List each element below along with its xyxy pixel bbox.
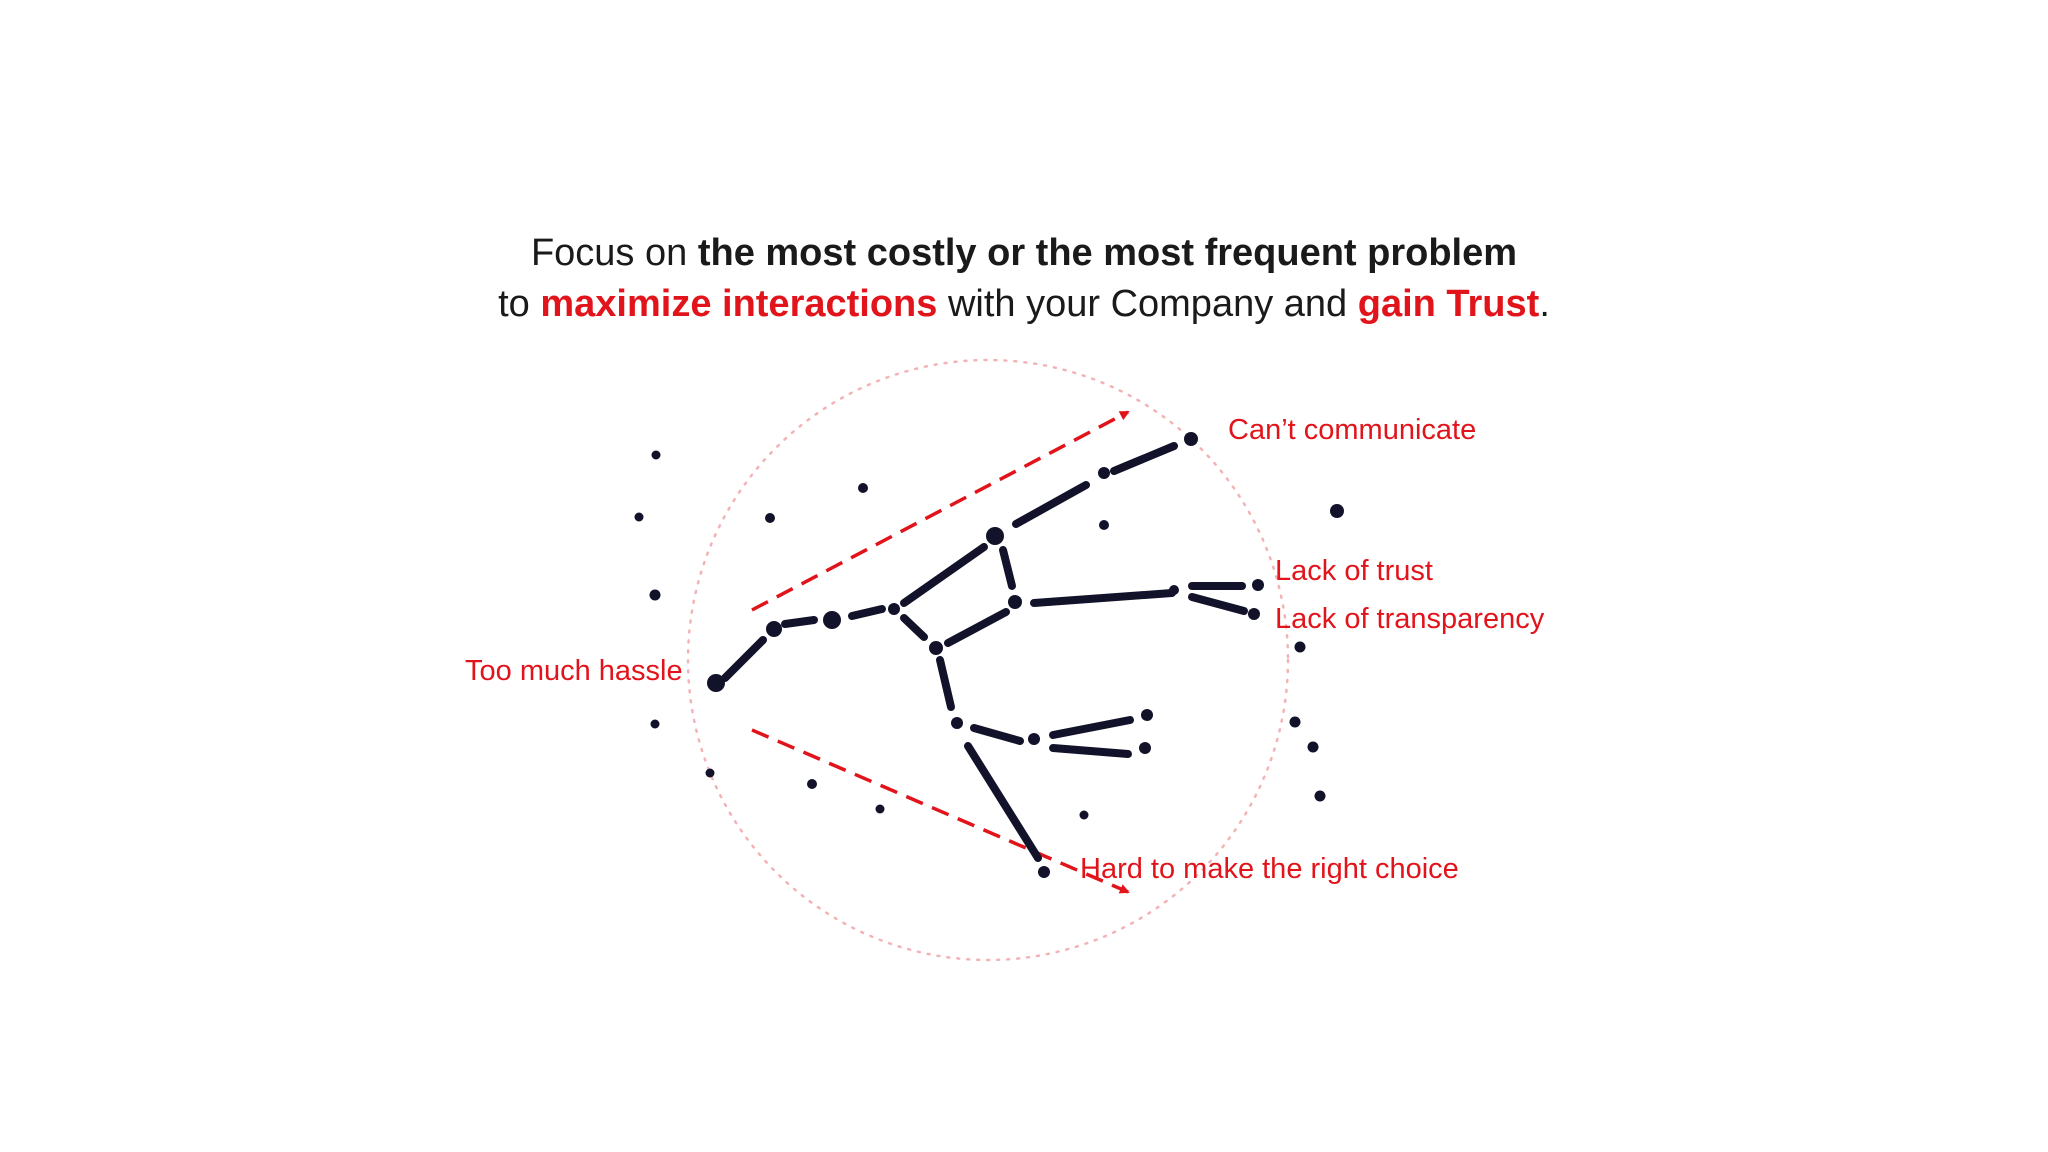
link [900, 614, 928, 641]
link [1049, 744, 1132, 758]
constellation-stars [707, 432, 1264, 878]
star [1248, 608, 1260, 620]
link [781, 616, 818, 628]
star [765, 513, 775, 523]
star [766, 621, 782, 637]
headline-line-2: to maximize interactions with your Compa… [0, 279, 2048, 330]
star [929, 641, 943, 655]
star [1294, 641, 1306, 653]
constellation-links [721, 442, 1248, 862]
link [1110, 442, 1178, 475]
star [1252, 579, 1264, 591]
star [1141, 709, 1153, 721]
link [936, 656, 955, 711]
lower-red-arrow [751, 728, 1130, 894]
upper-red-arrow [751, 410, 1130, 612]
link [1012, 481, 1090, 528]
star [634, 512, 644, 522]
link [999, 546, 1016, 590]
headline-line-2-mid: with your Company and [937, 283, 1358, 325]
link [848, 605, 886, 620]
link [900, 543, 988, 607]
star [1028, 733, 1040, 745]
star [1098, 467, 1110, 479]
star [707, 674, 725, 692]
headline: Focus on the most costly or the most fre… [0, 228, 2048, 330]
star [705, 768, 715, 778]
star [1314, 790, 1326, 802]
star [1008, 595, 1022, 609]
star [986, 527, 1004, 545]
link [964, 742, 1042, 862]
headline-line-1: Focus on the most costly or the most fre… [0, 228, 2048, 279]
label-cant-communicate: Can’t communicate [1228, 414, 1476, 446]
label-hard-to-make-the-right-choice: Hard to make the right choice [1080, 853, 1459, 885]
star [1038, 866, 1050, 878]
star [1330, 504, 1344, 518]
star [888, 603, 900, 615]
link [944, 608, 1010, 647]
star [1169, 585, 1179, 595]
label-lack-of-trust: Lack of trust [1275, 555, 1433, 587]
star [875, 804, 885, 814]
headline-line-2-pre: to [498, 283, 541, 325]
star [1139, 742, 1151, 754]
star [651, 450, 661, 460]
star [650, 719, 660, 729]
headline-line-2-end: . [1539, 283, 1550, 325]
star [1099, 520, 1109, 530]
link [721, 636, 767, 682]
star [823, 611, 841, 629]
star [1079, 810, 1089, 820]
headline-line-1-plain: Focus on [530, 232, 698, 274]
label-lack-of-transparency: Lack of transparency [1275, 603, 1545, 635]
link [1049, 716, 1134, 739]
focus-circle [686, 358, 1290, 962]
star [951, 717, 963, 729]
link [970, 724, 1024, 745]
star [807, 779, 817, 789]
background-stars [634, 450, 1344, 820]
label-too-much-hassle: Too much hassle [465, 655, 683, 687]
link [1030, 589, 1176, 607]
headline-gain-trust: gain Trust [1357, 283, 1540, 325]
star [858, 483, 868, 493]
star [1184, 432, 1198, 446]
headline-maximize-interactions: maximize interactions [540, 283, 938, 325]
star [1307, 741, 1319, 753]
star [1289, 716, 1301, 728]
star [649, 589, 661, 601]
link [1188, 593, 1248, 615]
headline-line-1-bold: the most costly or the most frequent pro… [697, 232, 1518, 274]
